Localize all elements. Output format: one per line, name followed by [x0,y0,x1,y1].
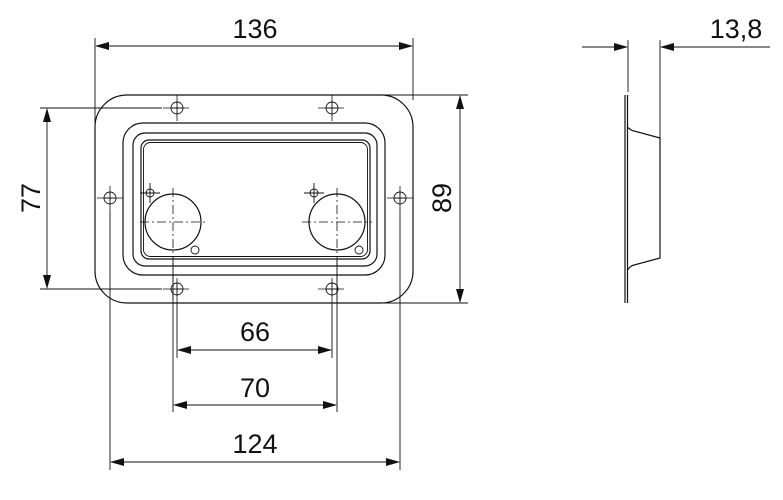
mounting-hole [163,95,191,121]
dim-depth: 13,8 [710,14,763,44]
dim-overall-width: 136 [232,14,277,44]
mounting-hole [97,186,123,210]
front-view [94,94,414,304]
recess-ring-inner [132,132,378,267]
panel-opening [140,139,371,260]
mounting-hole [163,278,191,302]
mounting-holes [97,95,413,302]
connector-cutout-left [140,183,208,300]
mounting-hole [387,186,413,210]
plate-outline [94,94,414,304]
side-view [624,95,661,303]
mounting-hole [318,278,346,302]
dimension-lines [43,42,770,466]
dim-hole-horizontal-spacing: 124 [232,429,277,459]
dim-connector-spacing-inner: 66 [240,317,270,347]
recess-ring-outer [122,122,386,276]
connector-cutout-right [302,183,372,300]
mounting-hole [318,95,346,121]
dim-hole-vertical-spacing: 77 [16,183,46,213]
dim-overall-height: 89 [427,183,457,213]
dim-connector-spacing-outer: 70 [240,373,270,403]
